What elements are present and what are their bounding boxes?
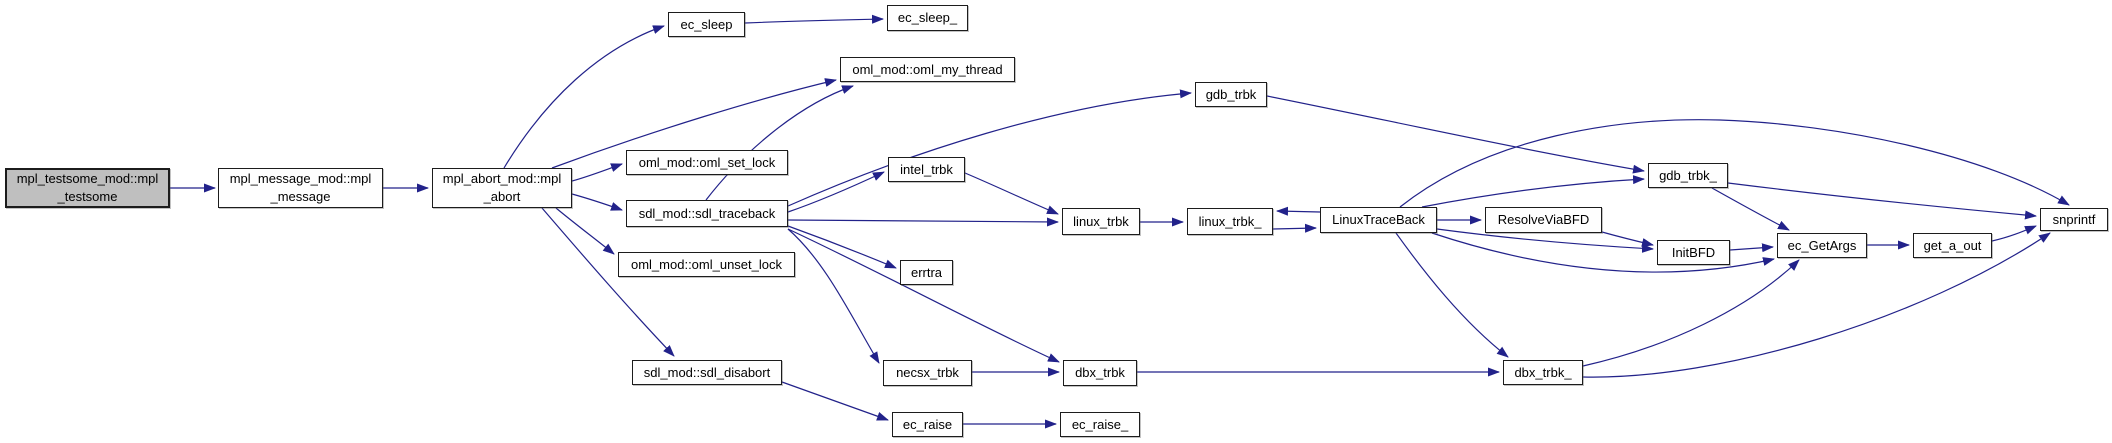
graph-node-dbx_trbk[interactable]: dbx_trbk: [1063, 360, 1137, 386]
graph-node-sdl_traceback[interactable]: sdl_mod::sdl_traceback: [626, 200, 788, 227]
edge-sdl_traceback-to-necsx_trbk: [787, 228, 880, 364]
edge-sdl_traceback-to-oml_my_thread: [705, 85, 854, 201]
graph-node-gdb_trbk[interactable]: gdb_trbk: [1195, 82, 1267, 107]
edge-intel_trbk-to-linux_trbk: [964, 172, 1059, 215]
edge-dbx_trbk_-to-ec_GetArgs: [1582, 259, 1800, 367]
edge-group: [170, 14, 2070, 429]
edge-LinuxTraceBack-to-ec_GetArgs: [1431, 232, 1775, 273]
graph-node-oml_my_thread[interactable]: oml_mod::oml_my_thread: [840, 57, 1015, 82]
graph-node-ResolveViaBFD[interactable]: ResolveViaBFD: [1485, 207, 1602, 233]
edge-mpl_abort-to-oml_unset_lock: [555, 207, 615, 255]
graph-node-mpl_abort[interactable]: mpl_abort_mod::mpl _abort: [432, 168, 572, 208]
edge-mpl_abort-to-oml_set_lock: [571, 163, 623, 182]
edge-linux_trbk_-to-LinuxTraceBack: [1272, 223, 1317, 233]
edge-gdb_trbk_-to-ec_GetArgs: [1711, 187, 1790, 231]
graph-node-dbx_trbk_[interactable]: dbx_trbk_: [1503, 360, 1583, 385]
edge-mpl_abort-to-ec_sleep: [503, 25, 665, 169]
edge-sdl_traceback-to-dbx_trbk: [787, 228, 1060, 363]
graph-node-oml_unset_lock[interactable]: oml_mod::oml_unset_lock: [618, 252, 795, 277]
edge-get_a_out-to-snprintf: [1991, 225, 2037, 242]
graph-node-mpl_testsome: mpl_testsome_mod::mpl _testsome: [5, 168, 170, 208]
graph-node-LinuxTraceBack[interactable]: LinuxTraceBack: [1320, 207, 1437, 233]
edge-gdb_trbk-to-gdb_trbk_: [1266, 95, 1645, 174]
edge-mpl_abort-to-sdl_disabort: [541, 207, 675, 357]
edge-sdl_traceback-to-errtra: [787, 225, 897, 269]
edge-sdl_traceback-to-intel_trbk: [787, 171, 885, 213]
graph-node-ec_sleep_[interactable]: ec_sleep_: [887, 5, 968, 31]
graph-node-necsx_trbk[interactable]: necsx_trbk: [883, 360, 972, 386]
edge-LinuxTraceBack-to-dbx_trbk_: [1395, 232, 1509, 358]
graph-node-get_a_out[interactable]: get_a_out: [1913, 233, 1992, 258]
graph-node-gdb_trbk_[interactable]: gdb_trbk_: [1648, 163, 1728, 188]
edge-LinuxTraceBack-to-InitBFD: [1436, 228, 1654, 253]
graph-node-linux_trbk[interactable]: linux_trbk: [1062, 208, 1140, 235]
graph-node-ec_GetArgs[interactable]: ec_GetArgs: [1777, 233, 1867, 258]
graph-node-ec_raise_[interactable]: ec_raise_: [1060, 412, 1140, 437]
graph-node-oml_set_lock[interactable]: oml_mod::oml_set_lock: [626, 150, 788, 175]
edge-sdl_traceback-to-linux_trbk: [787, 217, 1059, 227]
graph-node-InitBFD[interactable]: InitBFD: [1657, 240, 1730, 265]
edge-dbx_trbk_-to-snprintf: [1582, 232, 2051, 378]
edge-sdl_disabort-to-ec_raise: [781, 381, 889, 421]
graph-node-linux_trbk_[interactable]: linux_trbk_: [1187, 208, 1273, 235]
graph-node-sdl_disabort[interactable]: sdl_mod::sdl_disabort: [632, 360, 782, 385]
edge-LinuxTraceBack-to-gdb_trbk_: [1421, 175, 1645, 208]
edge-gdb_trbk_-to-snprintf: [1727, 182, 2037, 220]
graph-node-errtra[interactable]: errtra: [900, 260, 953, 285]
edge-sdl_traceback-to-gdb_trbk: [787, 89, 1192, 207]
edge-ResolveViaBFD-to-InitBFD: [1601, 231, 1654, 247]
edge-mpl_abort-to-sdl_traceback: [571, 193, 623, 211]
edge-mpl_abort-to-oml_my_thread: [551, 78, 837, 169]
graph-node-ec_sleep[interactable]: ec_sleep: [668, 12, 745, 37]
edge-ec_sleep-to-ec_sleep_: [744, 14, 884, 24]
graph-node-intel_trbk[interactable]: intel_trbk: [888, 157, 965, 182]
graph-node-snprintf[interactable]: snprintf: [2040, 208, 2108, 231]
graph-node-ec_raise[interactable]: ec_raise: [892, 412, 963, 437]
edge-LinuxTraceBack-to-linux_trbk_: [1276, 206, 1321, 216]
graph-node-mpl_message[interactable]: mpl_message_mod::mpl _message: [218, 168, 383, 208]
edge-LinuxTraceBack-to-snprintf: [1399, 119, 2070, 208]
edge-InitBFD-to-ec_GetArgs: [1729, 243, 1774, 253]
